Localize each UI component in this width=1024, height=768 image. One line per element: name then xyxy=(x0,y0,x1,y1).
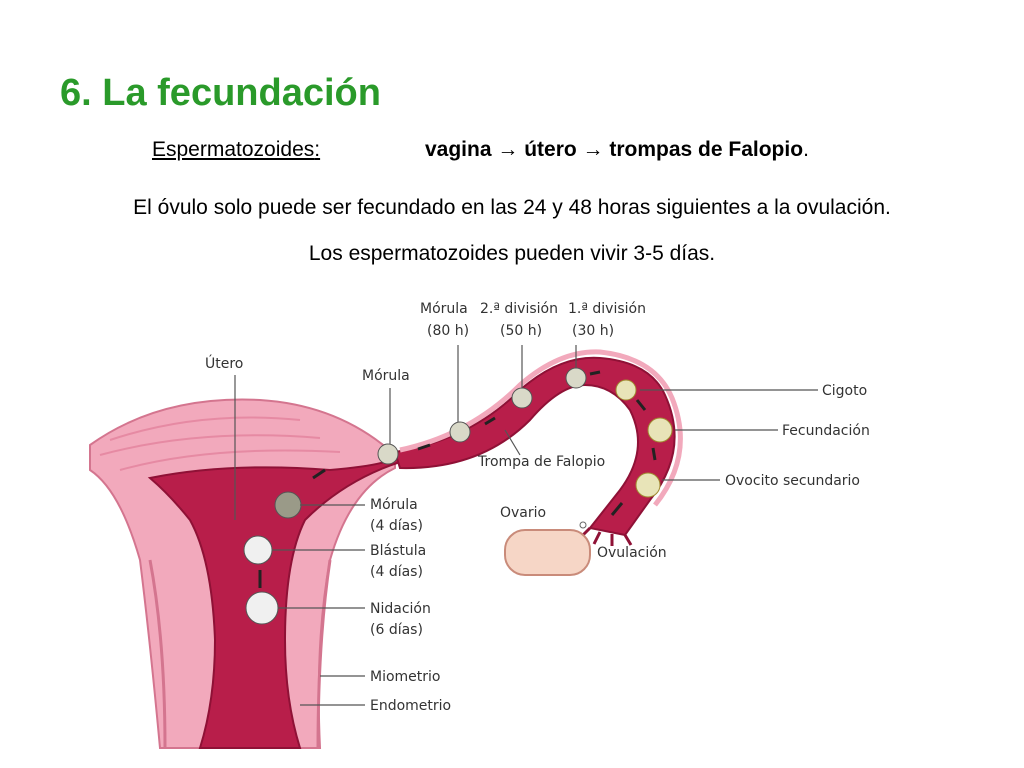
leader-lines xyxy=(234,345,818,706)
label-uterus: Útero xyxy=(205,354,243,372)
label-morula-80h-title: Mórula xyxy=(420,301,468,317)
sperm-lifespan: Los espermatozoides pueden vivir 3-5 día… xyxy=(308,242,716,265)
label-first-division-title: 1.ª división xyxy=(568,301,646,317)
label-zygote: Cigoto xyxy=(822,383,867,399)
cell-implantation xyxy=(245,591,279,625)
sperm-route-label: Espermatozoides: xyxy=(152,138,321,161)
label-fertilization: Fecundación xyxy=(782,423,870,439)
cell-morula-tube xyxy=(377,443,399,465)
label-endometrium: Endometrio xyxy=(370,698,451,714)
label-first-division-time: (30 h) xyxy=(572,323,614,339)
cell-fertilization xyxy=(647,417,673,443)
fallopian-tube xyxy=(393,356,676,537)
ovum-fertility-window: El óvulo solo puede ser fecundado en las… xyxy=(133,196,891,219)
ovary-shape xyxy=(504,529,591,576)
cell-zygote xyxy=(615,379,637,401)
label-implantation-title: Nidación xyxy=(370,601,431,617)
label-implantation-time: (6 días) xyxy=(370,622,423,638)
cell-morula-uterus xyxy=(274,491,302,519)
label-ovary: Ovario xyxy=(500,505,546,521)
cell-blastula xyxy=(243,535,273,565)
cervix-wall-left xyxy=(148,559,167,749)
label-ovulation: Ovulación xyxy=(597,545,667,561)
ovulated-egg xyxy=(579,521,587,529)
label-morula-80h-time: (80 h) xyxy=(427,323,469,339)
tube-wall-highlight xyxy=(399,349,683,507)
cell-second-division xyxy=(449,421,471,443)
diagram-labels: Mórula (80 h) 2.ª división (50 h) 1.ª di… xyxy=(205,301,870,714)
label-secondary-oocyte: Ovocito secundario xyxy=(725,473,860,489)
uterus-muscle-stripes xyxy=(99,416,341,471)
label-morula: Mórula xyxy=(362,368,410,384)
label-blastula-time: (4 días) xyxy=(370,564,423,580)
cell-first-division xyxy=(511,387,533,409)
label-morula-4d-title: Mórula xyxy=(370,497,418,513)
cervix-wall-right xyxy=(316,559,332,749)
cell-secondary-oocyte xyxy=(635,472,661,498)
fimbriae xyxy=(578,526,633,546)
label-blastula-title: Blástula xyxy=(370,543,426,559)
page-title: 6. La fecundación xyxy=(60,72,381,114)
label-second-division-title: 2.ª división xyxy=(480,301,558,317)
uterus-illustration xyxy=(89,349,683,749)
label-myometrium: Miometrio xyxy=(370,669,441,685)
cell-zygote-early xyxy=(565,367,587,389)
sperm-route-path: vagina → útero → trompas de Falopio. xyxy=(425,138,809,161)
label-morula-4d-time: (4 días) xyxy=(370,518,423,534)
path-arrows xyxy=(258,370,657,588)
label-fallopian-tube: Trompa de Falopio xyxy=(477,454,605,470)
label-second-division-time: (50 h) xyxy=(500,323,542,339)
